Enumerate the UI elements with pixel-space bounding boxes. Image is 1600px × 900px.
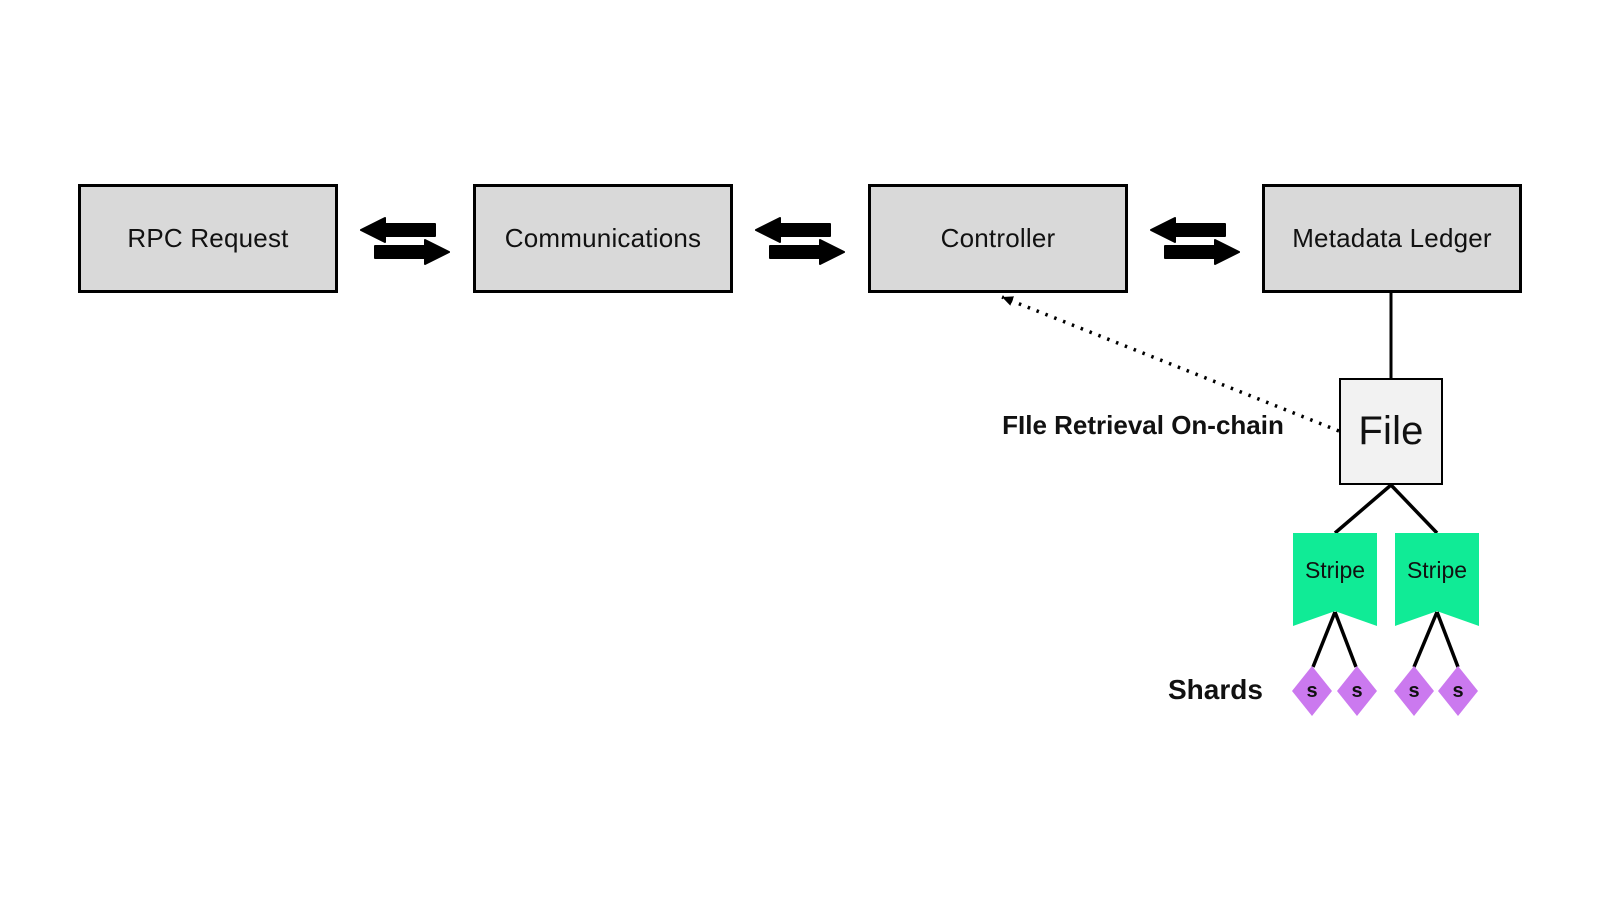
file-retrieval-label: FIle Retrieval On-chain: [1002, 410, 1284, 440]
node-stripe-right: Stripe: [1395, 533, 1479, 626]
node-metadata-ledger: Metadata Ledger: [1262, 184, 1522, 293]
connector-stripe2-shard4: [1435, 611, 1460, 668]
shards-caption: Shards: [1168, 674, 1263, 705]
connector-stripe1-shard2: [1333, 611, 1358, 668]
double-arrow-icon: [360, 217, 450, 265]
double-arrow-icon: [755, 217, 845, 265]
double-arrow-icon: [1150, 217, 1240, 265]
node-communications: Communications: [473, 184, 733, 293]
dotted-retrieval-arrow: [1001, 295, 1340, 433]
node-rpc-request: RPC Request: [78, 184, 338, 293]
connector-file-stripe-right: [1389, 483, 1439, 535]
node-stripe-left: Stripe: [1293, 533, 1377, 626]
node-file: File: [1339, 378, 1443, 485]
connector-stripe2-shard3: [1412, 611, 1439, 668]
connector-file-stripe-left: [1333, 483, 1393, 535]
node-controller: Controller: [868, 184, 1128, 293]
connector-stripe1-shard1: [1311, 611, 1337, 668]
